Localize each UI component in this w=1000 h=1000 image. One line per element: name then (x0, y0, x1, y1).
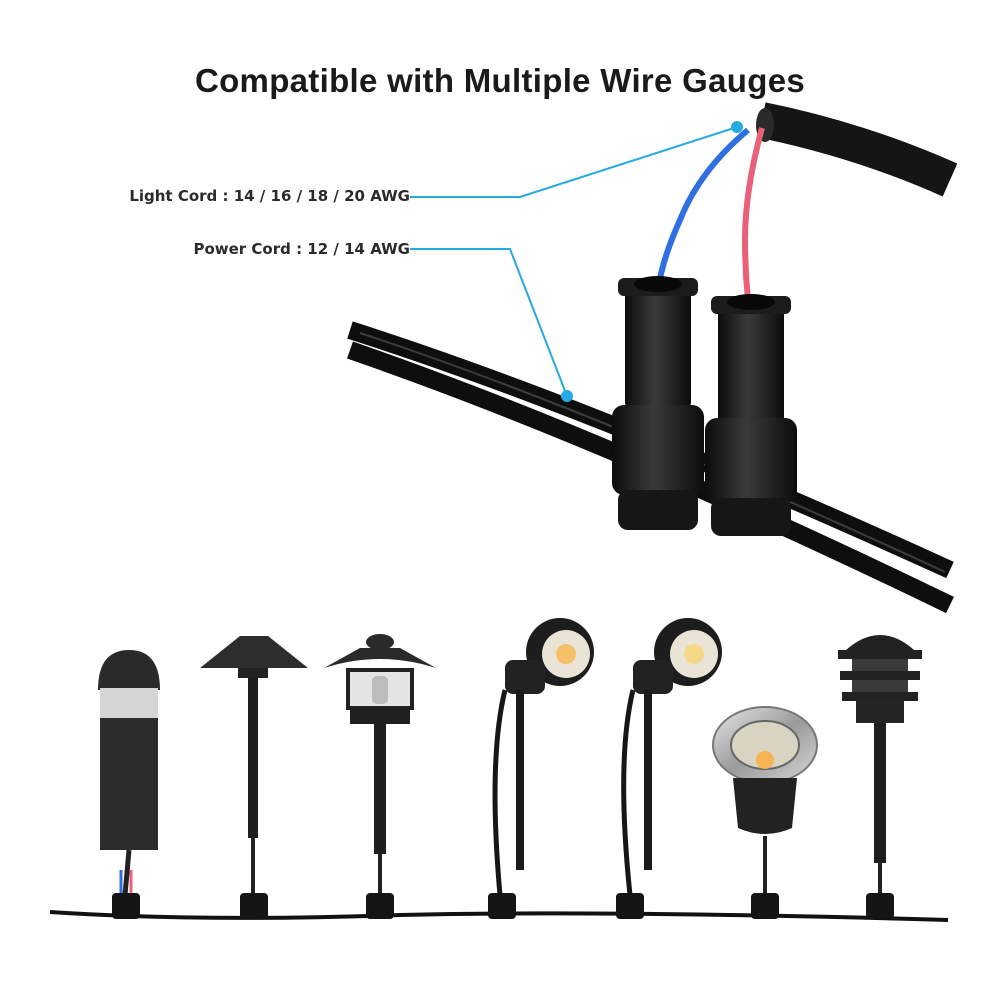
red-wire (741, 127, 765, 301)
light-cord-label: Light Cord : 14 / 16 / 18 / 20 AWG (129, 187, 410, 205)
in-ground-well-light (712, 706, 818, 919)
light-cord-cable (758, 102, 958, 197)
callout-power-cord (410, 248, 568, 397)
power-cord-label: Power Cord : 12 / 14 AWG (193, 240, 410, 258)
page-title: Compatible with Multiple Wire Gauges (194, 62, 806, 99)
callout-dot-light (731, 121, 743, 133)
callout-light-cord (410, 126, 738, 198)
hat-path-light (200, 636, 308, 919)
pagoda-lantern-light (324, 634, 436, 919)
connector-right (705, 294, 797, 536)
spot-light-2 (616, 618, 722, 919)
callout-dot-power (561, 390, 573, 402)
tiered-path-light (838, 635, 922, 919)
connector-left (612, 276, 704, 530)
blue-wire (655, 127, 750, 291)
bollard-light (98, 650, 160, 919)
spot-light-1 (488, 618, 594, 919)
